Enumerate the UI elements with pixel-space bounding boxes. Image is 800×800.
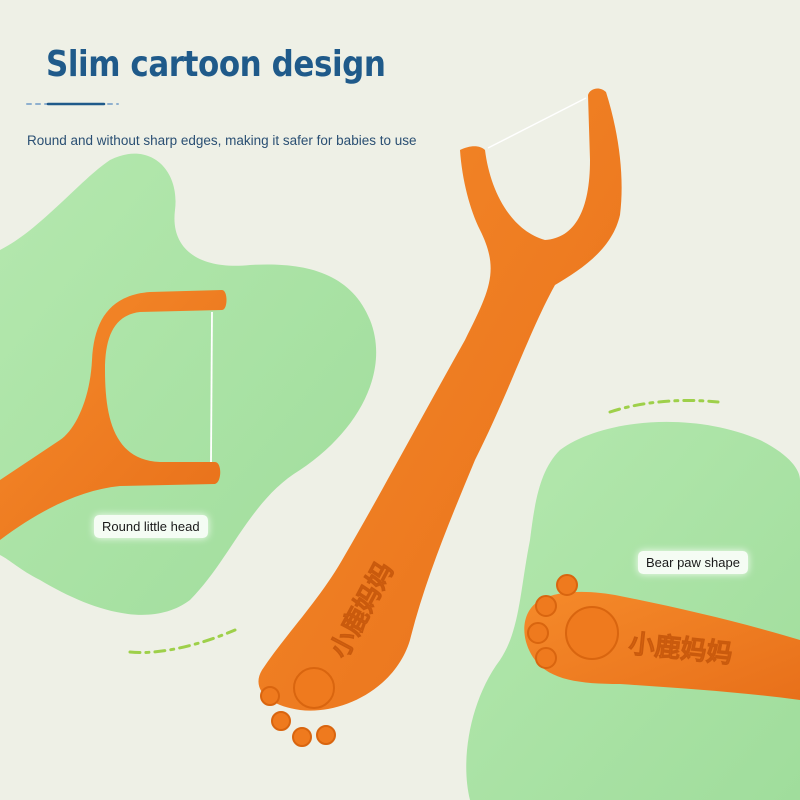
- page-subtitle: Round and without sharp edges, making it…: [27, 133, 417, 148]
- flosser-right: 小鹿妈妈: [524, 574, 800, 700]
- callout-round-head: Round little head: [94, 515, 208, 538]
- page-title: Slim cartoon design: [46, 44, 386, 85]
- callout-bear-paw: Bear paw shape: [638, 551, 748, 574]
- flosser-main: 小鹿妈妈: [258, 88, 622, 747]
- green-blob-left: [0, 153, 377, 615]
- flosser-left: [0, 290, 227, 540]
- accent-dashes: [26, 102, 720, 655]
